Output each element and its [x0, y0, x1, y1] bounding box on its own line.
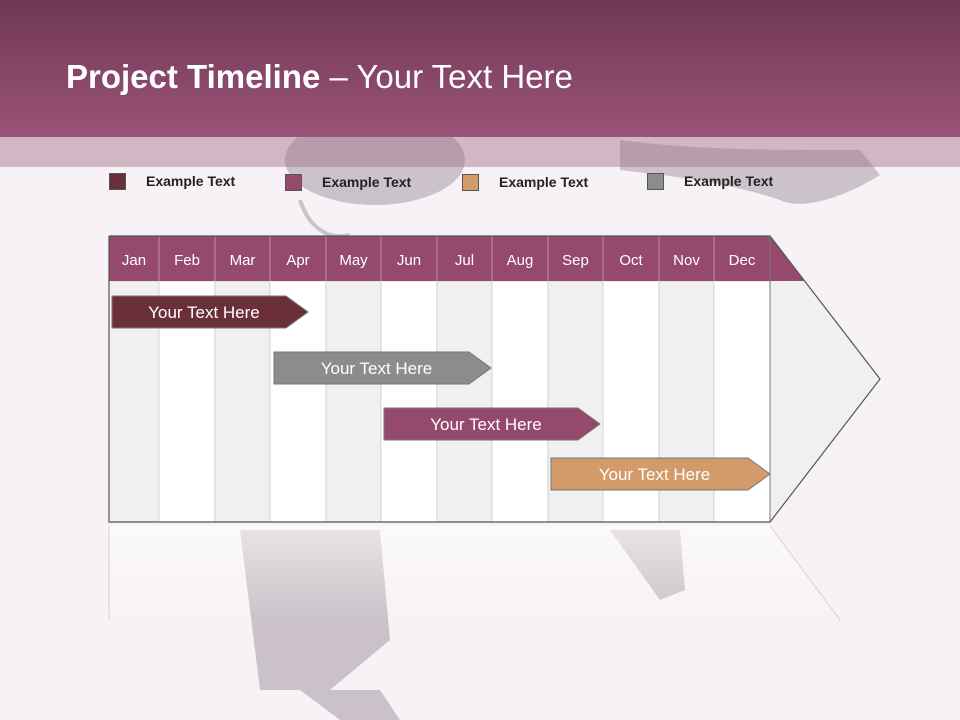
legend-label: Example Text — [146, 173, 236, 189]
task-label: Your Text Here — [148, 303, 260, 322]
legend-swatch — [109, 172, 126, 190]
month-column — [325, 280, 382, 523]
month-header-band — [109, 236, 804, 281]
task-label: Your Text Here — [430, 415, 542, 434]
month-label: Mar — [230, 252, 256, 269]
month-label: Sep — [562, 252, 589, 269]
task-bar — [383, 407, 601, 441]
task-bar — [550, 457, 771, 491]
task-bar — [111, 295, 309, 329]
timeline-outline — [108, 235, 881, 523]
legend-item: Example Text — [462, 172, 588, 192]
legend-swatch — [462, 173, 479, 191]
legend-label: Example Text — [499, 174, 589, 190]
month-label: Nov — [673, 252, 700, 269]
month-label: Jul — [455, 252, 474, 269]
reflection-edge — [769, 525, 841, 621]
month-label: Dec — [729, 252, 756, 269]
title-bar — [0, 0, 960, 137]
legend-item: Example Text — [285, 172, 411, 192]
month-label: May — [339, 252, 368, 269]
month-label: Feb — [174, 252, 200, 269]
month-label: Apr — [286, 252, 309, 269]
task-bar — [273, 351, 492, 385]
legend-label: Example Text — [684, 173, 774, 189]
legend-swatch — [285, 173, 302, 191]
month-label: Jun — [397, 252, 421, 269]
task-label: Your Text Here — [599, 465, 711, 484]
legend-label: Example Text — [322, 174, 412, 190]
legend-item: Example Text — [109, 171, 235, 191]
legend-swatch — [647, 172, 664, 190]
month-column — [436, 280, 493, 523]
timeline-arrow-tip — [770, 236, 880, 522]
month-label: Oct — [619, 252, 643, 269]
month-label: Jan — [122, 252, 146, 269]
timeline-reflection — [109, 526, 840, 620]
task-label: Your Text Here — [321, 359, 433, 378]
slide-title: Project Timeline – Your Text Here — [66, 58, 573, 95]
month-column — [491, 280, 549, 523]
month-label: Aug — [507, 252, 534, 269]
title-band — [0, 137, 960, 167]
legend-item: Example Text — [647, 171, 773, 191]
month-column — [380, 280, 438, 523]
